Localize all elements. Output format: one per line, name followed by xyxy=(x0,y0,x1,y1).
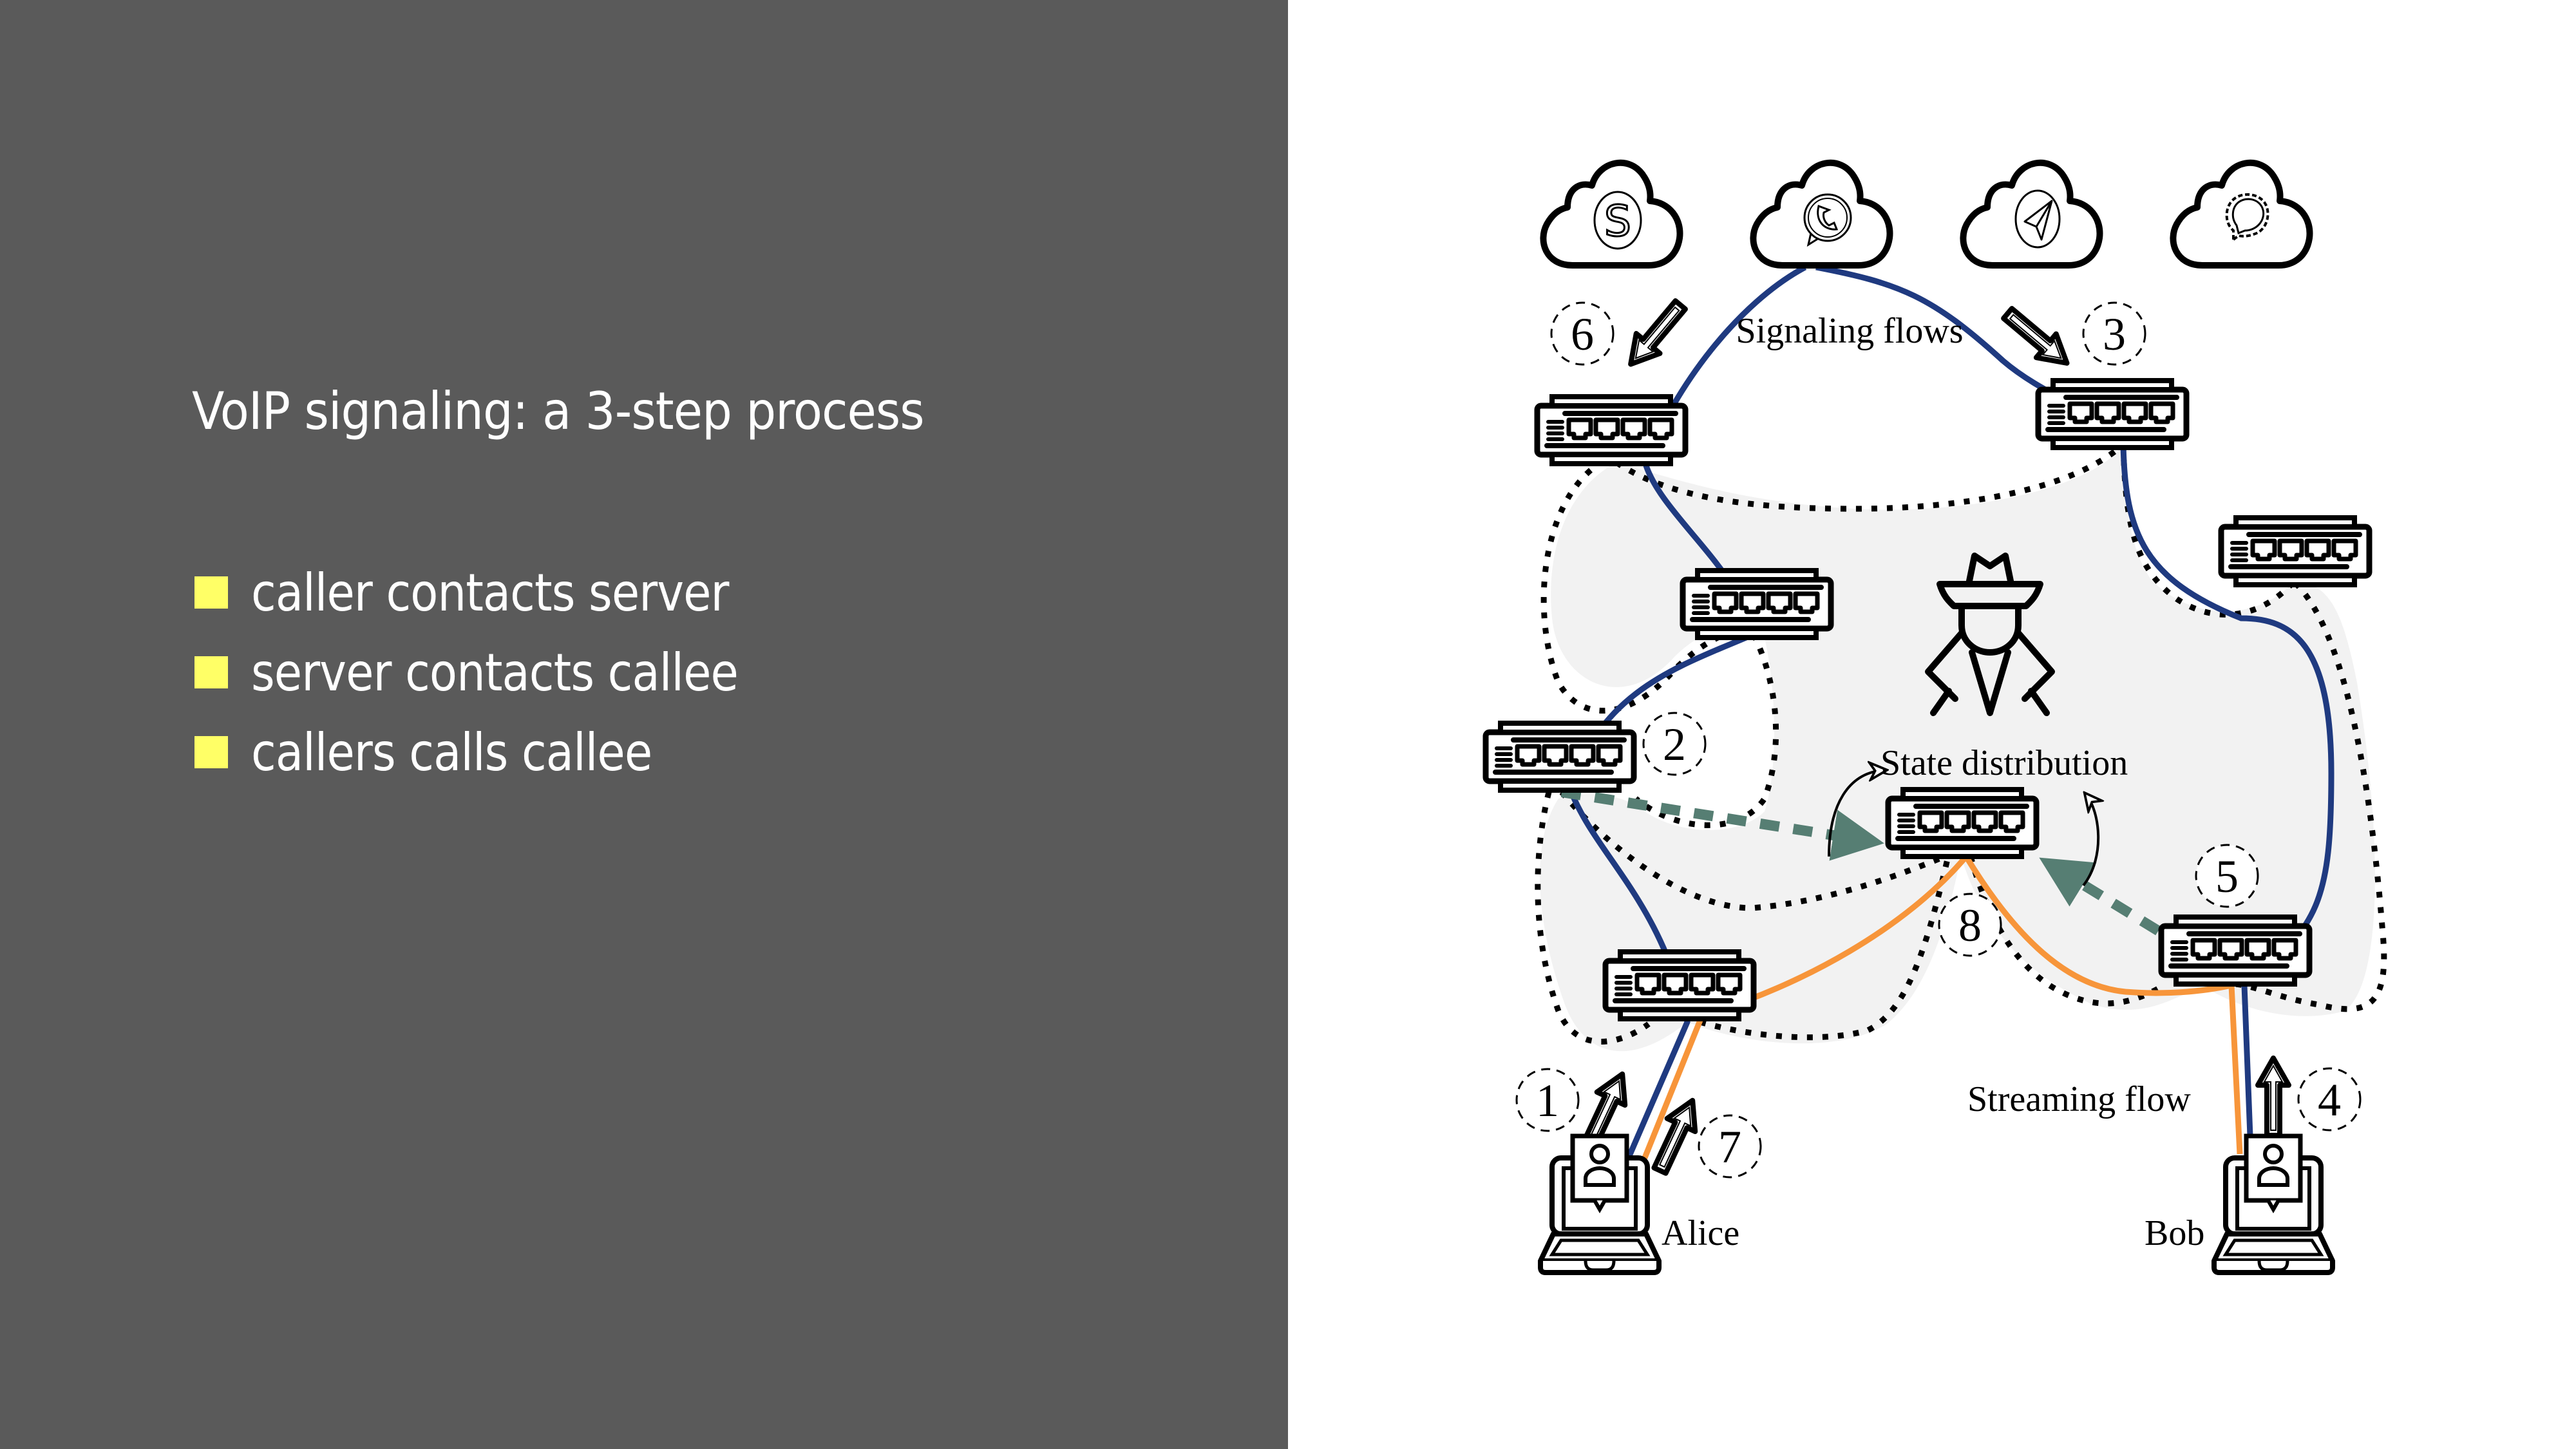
network-switch xyxy=(1486,723,1634,790)
step-badge-circle xyxy=(1698,1114,1762,1179)
cloud-skype: S xyxy=(1543,163,1680,265)
streaming-flow-path xyxy=(1636,851,2243,1173)
left-panel: VoIP signaling: a 3-step process caller … xyxy=(0,0,1288,1449)
network-switch xyxy=(2038,381,2186,448)
state-flow-arrow xyxy=(1560,787,1884,861)
step-badge-7: 7 xyxy=(1718,1121,1741,1173)
alice-laptop-icon xyxy=(1540,1136,1659,1273)
bullet-text: caller contacts server xyxy=(251,562,729,623)
step-badge-5: 5 xyxy=(2215,851,2239,902)
step-arrow-4-icon xyxy=(2258,1058,2289,1135)
streaming-flow-label: Streaming flow xyxy=(1967,1079,2191,1119)
state-distribution-label: State distribution xyxy=(1880,743,2128,783)
bullet-square-icon xyxy=(194,576,228,609)
state-curved-arrow xyxy=(2082,795,2098,887)
step-badge-circle xyxy=(1515,1068,1580,1132)
bullet-text: callers calls callee xyxy=(251,722,652,782)
whatsapp-icon xyxy=(1803,193,1852,247)
bullet-item: server contacts callee xyxy=(194,632,804,712)
step-arrow-6-icon xyxy=(1619,295,1692,374)
step-badge-3: 3 xyxy=(2103,308,2126,360)
slide-title: VoIP signaling: a 3-step process xyxy=(192,381,925,441)
step-badge-circle xyxy=(2195,844,2259,908)
step-badge-circle xyxy=(2082,301,2146,366)
state-curved-arrow xyxy=(1828,770,1884,857)
network-boundary xyxy=(1535,442,2387,1045)
step-badge-6: 6 xyxy=(1571,308,1594,360)
bob-label: Bob xyxy=(2145,1213,2204,1253)
cloud-whatsapp xyxy=(1753,163,1889,265)
network-switch xyxy=(1605,952,1754,1019)
network-switch xyxy=(1683,571,1831,638)
step-badge-4: 4 xyxy=(2318,1074,2341,1126)
network-switch xyxy=(1537,397,1685,464)
network-switch-state xyxy=(1888,790,2036,857)
skype-icon: S xyxy=(1593,191,1642,250)
network-switch xyxy=(2221,518,2369,585)
step-badge-1: 1 xyxy=(1536,1075,1559,1126)
bullet-item: callers calls callee xyxy=(194,712,804,792)
bullet-list: caller contacts server server contacts c… xyxy=(194,553,804,792)
svg-text:S: S xyxy=(1604,196,1631,246)
spy-icon xyxy=(1925,553,2055,716)
cloud-signal xyxy=(2173,163,2309,265)
bullet-square-icon xyxy=(194,736,228,768)
signaling-flows-label: Signaling flows xyxy=(1736,311,1963,351)
bullet-square-icon xyxy=(194,656,228,688)
alice-label: Alice xyxy=(1662,1213,1739,1253)
signal-icon xyxy=(2225,193,2269,242)
cloud-telegram xyxy=(1963,163,2099,265)
bob-laptop-icon xyxy=(2214,1136,2333,1273)
step-badge-circle xyxy=(1642,712,1707,776)
network-switch xyxy=(2161,917,2309,984)
step-badge-circle xyxy=(2297,1067,2362,1132)
step-badge-2: 2 xyxy=(1663,719,1686,770)
state-distribution-flows xyxy=(1560,787,2219,971)
step-badge-8: 8 xyxy=(1958,900,1982,951)
step-badge-circle xyxy=(1550,301,1615,366)
telegram-icon xyxy=(2014,189,2061,249)
bullet-item: caller contacts server xyxy=(194,553,804,632)
signaling-flow-path xyxy=(1815,264,2334,1153)
bullet-text: server contacts callee xyxy=(251,642,739,703)
step-badge-circle xyxy=(1938,893,2002,957)
